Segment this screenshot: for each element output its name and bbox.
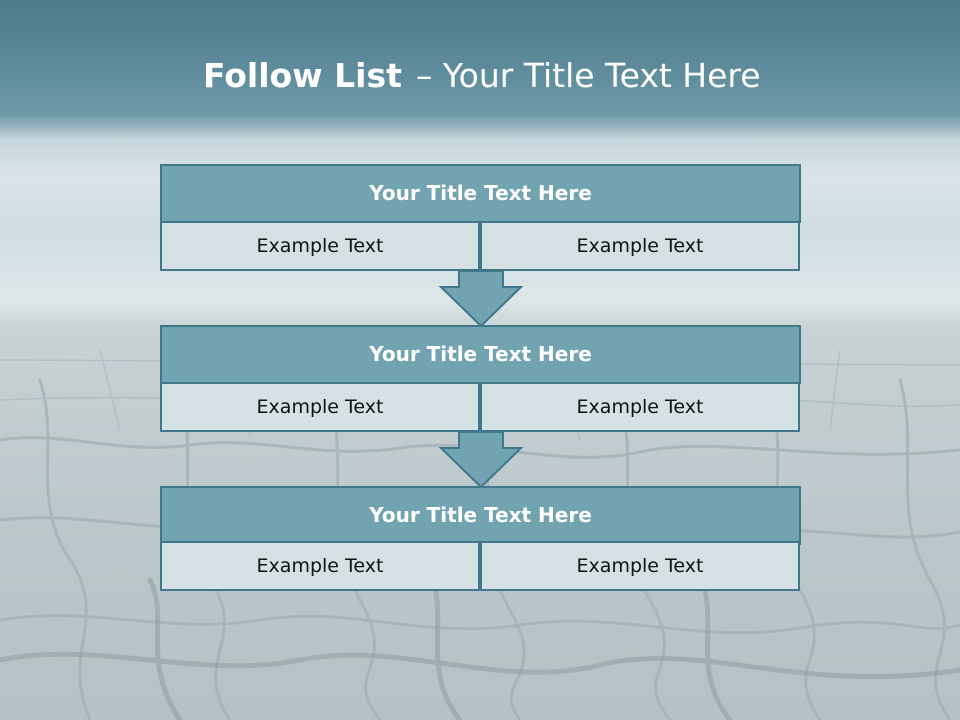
block-title: Your Title Text Here: [160, 325, 801, 384]
slide-title-rest: – Your Title Text Here: [415, 56, 761, 95]
cracked-earth-background: [0, 349, 960, 720]
block-cell-left: Example Text: [160, 541, 480, 591]
block-cell-left: Example Text: [160, 221, 480, 271]
block-cell-right: Example Text: [480, 541, 800, 591]
block-title: Your Title Text Here: [160, 164, 801, 223]
block-cell-left: Example Text: [160, 382, 480, 432]
slide-title-bold: Follow List: [203, 56, 402, 95]
slide-title: Follow List – Your Title Text Here: [203, 50, 761, 102]
down-arrow-icon: [438, 270, 524, 328]
block-title: Your Title Text Here: [160, 486, 801, 545]
block-cell-right: Example Text: [480, 221, 800, 271]
down-arrow-icon: [438, 431, 524, 489]
block-cell-right: Example Text: [480, 382, 800, 432]
